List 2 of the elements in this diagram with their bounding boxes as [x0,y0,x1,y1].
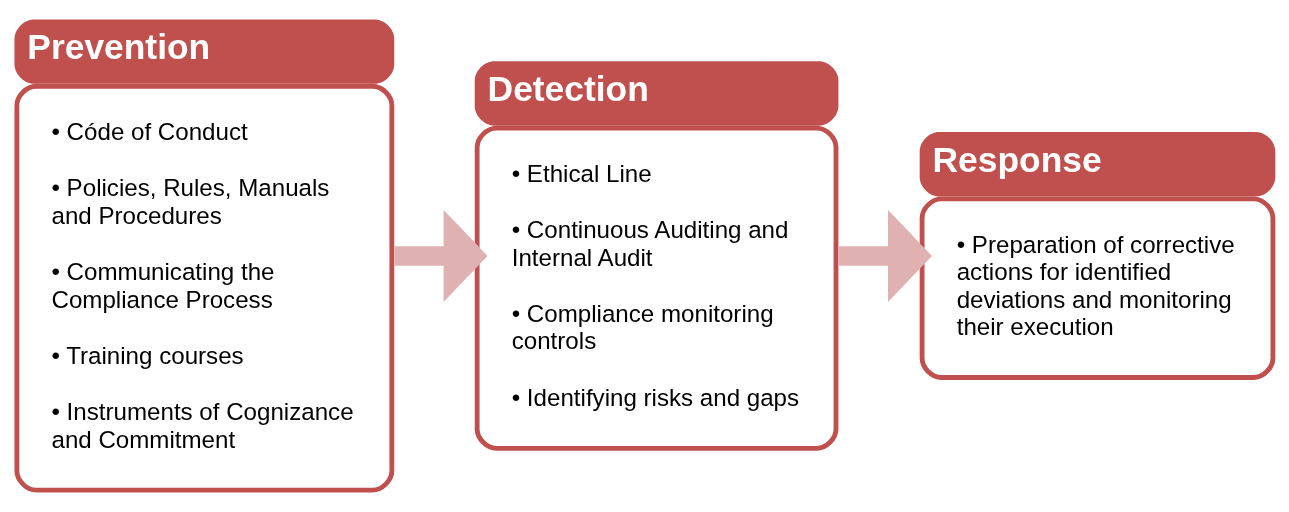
arrow [394,209,488,303]
arrow [839,209,932,303]
